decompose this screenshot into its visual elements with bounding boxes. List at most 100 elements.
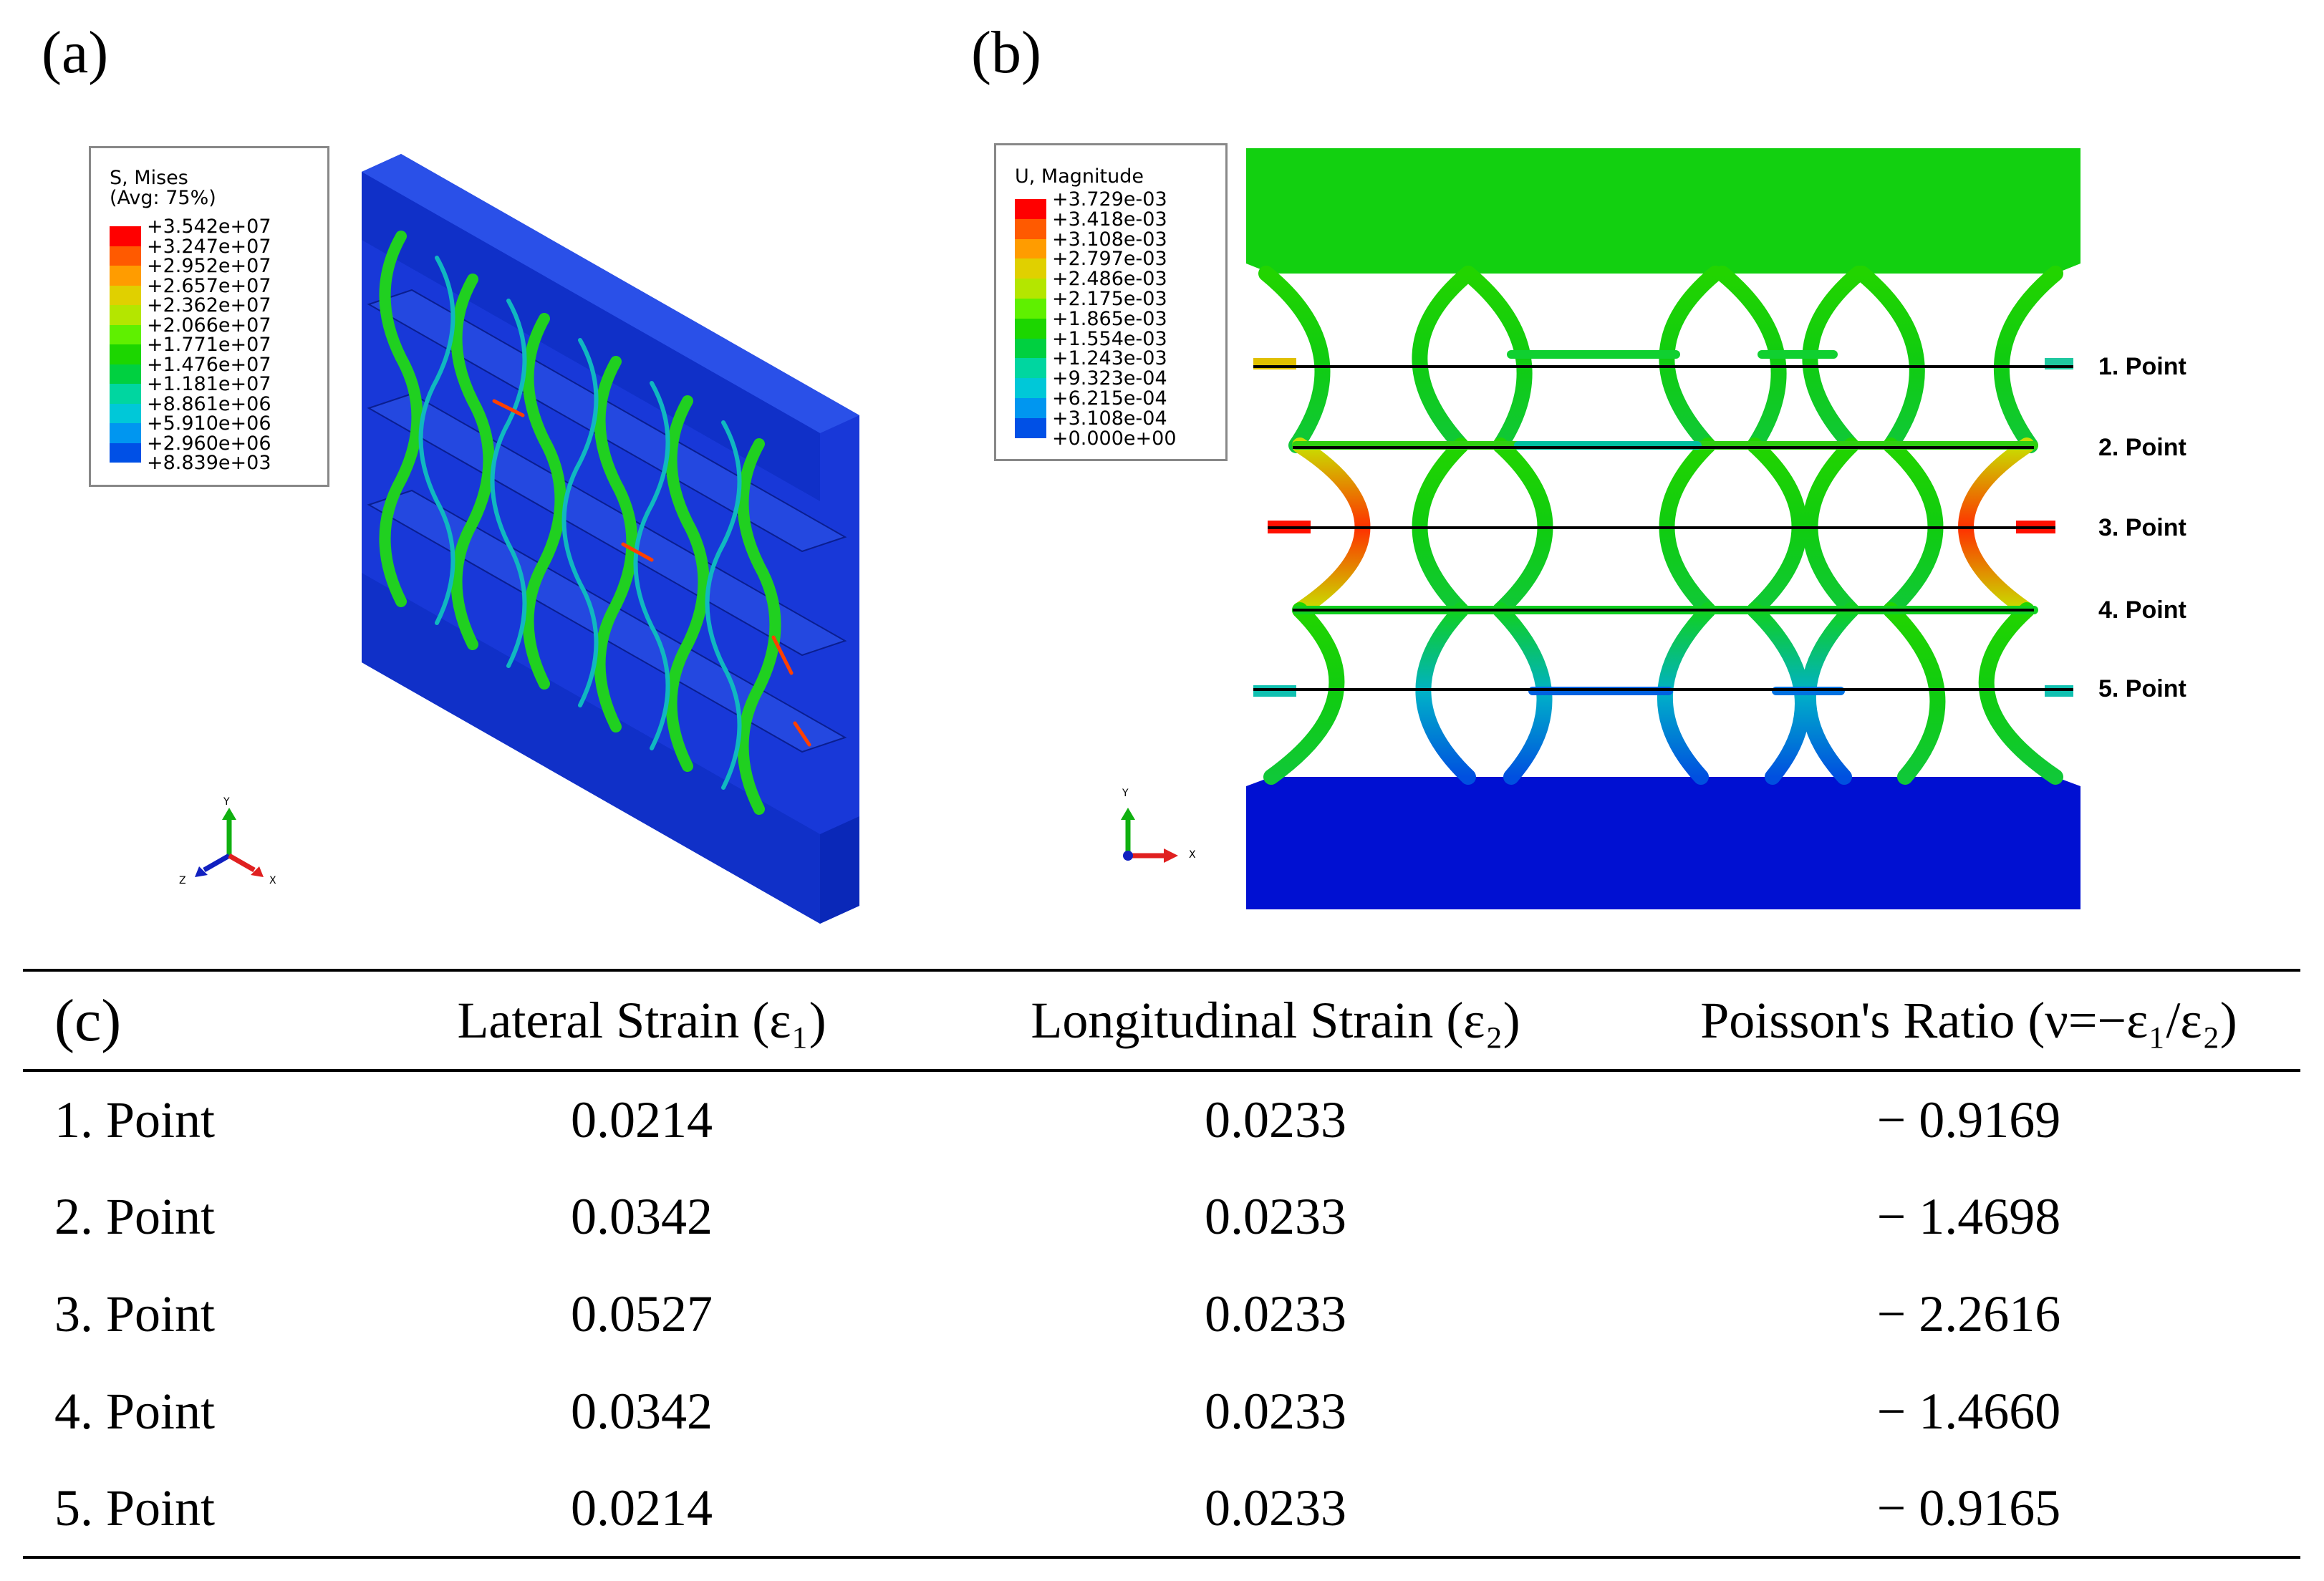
- row-lateral-strain: 0.0527: [571, 1285, 713, 1343]
- legend-value: +0.000e+00: [1052, 427, 1177, 450]
- panel-b-label: (b): [971, 19, 1041, 86]
- bottom-block: [362, 573, 820, 924]
- panel-a-axis-triad: [195, 808, 264, 877]
- table-row: 2. Point 0.0342 0.0233 − 1.4698: [23, 1168, 2300, 1265]
- row-longitudinal-strain: 0.0233: [1205, 1285, 1346, 1343]
- legend-swatch: [110, 364, 141, 384]
- point-label-5: 5. Point: [2098, 675, 2186, 702]
- legend-swatch: [110, 384, 141, 404]
- legend-swatch: [110, 266, 141, 286]
- row-point-name: 3. Point: [54, 1285, 216, 1343]
- legend-swatch: [110, 423, 141, 443]
- legend-value: +3.247e+07: [147, 235, 271, 258]
- top-plate: [1246, 148, 2080, 274]
- legend-swatch: [1015, 318, 1046, 339]
- legend-value: +1.554e-03: [1052, 327, 1167, 350]
- legend-swatch: [1015, 398, 1046, 418]
- poisson-ratio-table: (c) Lateral Strain (ε₁) Longitudinal Str…: [23, 969, 2300, 1559]
- row-longitudinal-strain: 0.0233: [1205, 1382, 1346, 1440]
- legend-swatch: [110, 305, 141, 325]
- header-longitudinal-strain: Longitudinal Strain (ε₂): [1031, 991, 1520, 1049]
- legend-value: +9.323e-04: [1052, 367, 1167, 390]
- axis-label-y: Y: [223, 796, 230, 808]
- axis-label-y: Y: [1122, 788, 1129, 799]
- table-row: 3. Point 0.0527 0.0233 − 2.2616: [23, 1265, 2300, 1363]
- legend-swatch: [1015, 299, 1046, 319]
- legend-value: +3.108e-04: [1052, 407, 1167, 430]
- legend-swatch: [110, 443, 141, 463]
- legend-swatch: [1015, 279, 1046, 299]
- legend-swatch: [1015, 258, 1046, 279]
- legend-swatch: [1015, 417, 1046, 438]
- axis-label-z: Z: [179, 875, 186, 886]
- legend-value: +3.418e-03: [1052, 208, 1167, 231]
- legend-swatch: [110, 285, 141, 305]
- legend-swatch: [110, 403, 141, 423]
- legend-value: +3.542e+07: [147, 216, 271, 238]
- axis-label-x: X: [1189, 849, 1196, 861]
- row-lateral-strain: 0.0342: [571, 1382, 713, 1440]
- point-label-2: 2. Point: [2098, 434, 2186, 461]
- figure-graphics: [195, 148, 2080, 924]
- header-poissons-ratio: Poisson's Ratio (ν=−ε₁/ε₂): [1700, 991, 2237, 1049]
- row-poissons-ratio: − 1.4698: [1876, 1187, 2061, 1245]
- table-row: 5. Point 0.0214 0.0233 − 0.9165: [23, 1460, 2300, 1557]
- row-lateral-strain: 0.0214: [571, 1091, 713, 1149]
- legend-title: S, Mises: [110, 167, 188, 189]
- row-longitudinal-strain: 0.0233: [1205, 1091, 1346, 1149]
- bottom-plate: [1246, 777, 2080, 909]
- point-label-3: 3. Point: [2098, 514, 2186, 541]
- legend-swatch: [1015, 338, 1046, 359]
- legend-title: U, Magnitude: [1015, 165, 1144, 188]
- point-label-4: 4. Point: [2098, 596, 2186, 624]
- legend-value: +1.476e+07: [147, 353, 271, 376]
- legend-value: +1.865e-03: [1052, 307, 1167, 330]
- row-longitudinal-strain: 0.0233: [1205, 1479, 1346, 1537]
- table-row: 4. Point 0.0342 0.0233 − 1.4660: [23, 1363, 2300, 1460]
- panel-b-axis-triad: [1121, 808, 1178, 863]
- mises-legend: S, Mises (Avg: 75%) +3.542e+07+3.247e+07…: [89, 146, 329, 487]
- row-point-name: 5. Point: [54, 1479, 216, 1537]
- axis-label-x: X: [269, 875, 276, 886]
- legend-subtitle: (Avg: 75%): [110, 187, 216, 209]
- row-lateral-strain: 0.0342: [571, 1187, 713, 1245]
- legend-value: +5.910e+06: [147, 412, 271, 435]
- panel-c-label: (c): [54, 987, 122, 1054]
- legend-value: +1.771e+07: [147, 334, 271, 356]
- panel-b-model: [1246, 148, 2080, 909]
- row-longitudinal-strain: 0.0233: [1205, 1187, 1346, 1245]
- point-label-1: 1. Point: [2098, 353, 2186, 380]
- measurement-lines: [1253, 365, 2073, 691]
- row-point-name: 1. Point: [54, 1091, 216, 1149]
- table-row: 1. Point 0.0214 0.0233 − 0.9169: [23, 1070, 2300, 1168]
- legend-swatch: [1015, 378, 1046, 398]
- legend-value: +2.175e-03: [1052, 288, 1167, 310]
- panel-a-label: (a): [42, 19, 109, 86]
- row-poissons-ratio: − 2.2616: [1876, 1285, 2061, 1343]
- legend-swatch: [1015, 358, 1046, 379]
- displacement-legend: U, Magnitude +3.729e-03+3.418e-03+3.108e…: [994, 143, 1228, 461]
- header-lateral-strain: Lateral Strain (ε₁): [457, 991, 826, 1049]
- row-poissons-ratio: − 0.9169: [1876, 1091, 2061, 1149]
- row-point-name: 2. Point: [54, 1187, 216, 1245]
- legend-swatch: [110, 246, 141, 266]
- legend-value: +8.861e+06: [147, 392, 271, 415]
- legend-value: +8.839e+03: [147, 452, 271, 474]
- legend-value: +2.362e+07: [147, 294, 271, 316]
- legend-value: +6.215e-04: [1052, 387, 1167, 410]
- legend-value: +2.657e+07: [147, 274, 271, 297]
- row-lateral-strain: 0.0214: [571, 1479, 713, 1537]
- legend-swatch: [1015, 199, 1046, 219]
- legend-value: +1.181e+07: [147, 373, 271, 395]
- legend-swatch: [1015, 238, 1046, 259]
- top-block: [362, 154, 859, 433]
- row-poissons-ratio: − 0.9165: [1876, 1479, 2061, 1537]
- table-header-row: (c) Lateral Strain (ε₁) Longitudinal Str…: [23, 970, 2300, 1070]
- legend-swatch: [110, 344, 141, 364]
- legend-swatch: [1015, 218, 1046, 239]
- legend-swatch: [110, 324, 141, 344]
- panel-a-model: [362, 154, 859, 924]
- legend-value: +2.960e+06: [147, 432, 271, 455]
- legend-value: +2.486e-03: [1052, 268, 1167, 291]
- legend-value: +2.797e-03: [1052, 248, 1167, 271]
